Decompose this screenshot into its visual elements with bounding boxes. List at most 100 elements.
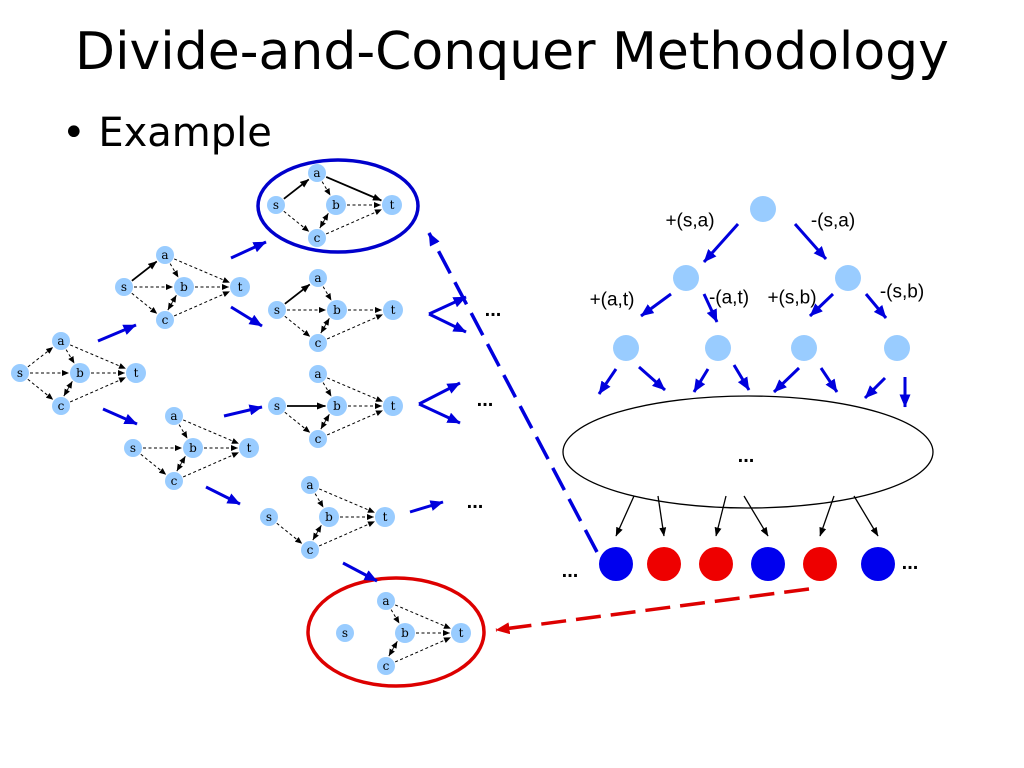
tree-leaf-3-red — [699, 547, 733, 581]
graph-node-label-a: a — [314, 367, 321, 381]
graph-node-b — [327, 396, 347, 416]
graph-node-label-s: s — [342, 626, 348, 640]
graph-edge-c-b — [63, 381, 73, 397]
graph-node-a — [52, 332, 70, 350]
graph-edge-a-t — [325, 176, 382, 202]
graph-edge-s-c — [27, 378, 54, 400]
graph-node-t — [230, 277, 250, 297]
ellipsis-l2-2: ... — [485, 299, 502, 321]
graph-node-label-c: c — [171, 474, 178, 488]
graph-node-c — [309, 334, 327, 352]
leaf-arrow-3 — [714, 495, 727, 537]
graph-edge-a-b — [314, 493, 324, 508]
highlight-red-ellipse — [306, 576, 486, 688]
graph-node-s — [115, 278, 133, 296]
graph-edge-c-t — [173, 291, 230, 317]
graph-node-label-b: b — [180, 280, 188, 294]
graph-edge-c-t — [182, 452, 239, 478]
graph-node-label-t: t — [238, 280, 243, 294]
graph-edge-s-a — [284, 283, 311, 305]
tree-arrow-l2-3-left — [772, 366, 801, 394]
tree-root-node — [750, 196, 776, 222]
tree-label-minus-sb: -(s,b) — [880, 282, 924, 303]
tree-node-l2-4 — [884, 335, 910, 361]
graph-node-label-b: b — [333, 399, 341, 413]
arrow-bottom-to-l2-4 — [205, 485, 241, 506]
collapsed-subtree-ellipsis: ... — [738, 445, 755, 467]
graph-node-label-s: s — [274, 303, 280, 317]
ellipsis-l2-3: ... — [477, 389, 494, 411]
graph-node-label-t: t — [459, 626, 464, 640]
leaf-arrow-6 — [853, 495, 879, 537]
arrow-root-to-top — [97, 323, 137, 343]
arrow-l2-2-down — [428, 312, 467, 334]
arrow-top-to-l2-1 — [230, 240, 267, 260]
graph-edge-c-t — [394, 637, 451, 663]
graph-node-s — [268, 301, 286, 319]
tree-leaf-4-blue — [751, 547, 785, 581]
graph-edge-a-t — [395, 604, 451, 629]
graph-node-label-b: b — [333, 303, 341, 317]
graph-edge-a-t — [174, 258, 230, 283]
graph-edge-c-t — [326, 410, 383, 436]
graph-edge-s-c — [140, 453, 167, 475]
graph-node-label-t: t — [383, 510, 388, 524]
leaves-ellipsis-right: ... — [902, 552, 919, 574]
tree-node-l2-3 — [791, 335, 817, 361]
graph-node-label-b: b — [325, 510, 333, 524]
tree-leaf-2-red — [647, 547, 681, 581]
tree-label-plus-sa: +(s,a) — [665, 211, 714, 232]
graph-node-t — [239, 438, 259, 458]
graph-node-c — [165, 472, 183, 490]
graph-edge-a-b — [65, 349, 75, 364]
graph-edge-c-t — [318, 521, 375, 547]
graph-node-t — [383, 300, 403, 320]
graph-edge-s-c — [283, 210, 310, 232]
slide-title: Divide-and-Conquer Methodology — [75, 22, 949, 82]
graph-edge-a-t — [183, 419, 239, 444]
graph-node-b — [174, 277, 194, 297]
graph-node-c — [156, 311, 174, 329]
graph-node-s — [336, 624, 354, 642]
graph-edge-c-b — [320, 318, 330, 334]
tree-arrow-l2-2-left — [692, 368, 710, 393]
graph-node-c — [301, 541, 319, 559]
tree-arrow-l2-1-right — [638, 365, 666, 392]
arrow-l2-2-up — [428, 295, 467, 316]
arrow-l2-3-up — [418, 381, 461, 406]
graph-node-label-b: b — [76, 366, 84, 380]
graph-node-s — [268, 397, 286, 415]
tree-arrow-root-left — [702, 222, 740, 264]
graph-node-label-a: a — [314, 271, 321, 285]
graph-node-label-b: b — [401, 626, 409, 640]
graph-edge-s-a — [27, 347, 54, 368]
graph-edge-c-b — [319, 213, 329, 229]
graph-node-a — [309, 365, 327, 383]
graph-node-s — [124, 439, 142, 457]
graph-edge-s-a — [131, 260, 158, 282]
bullet-marker: • — [62, 110, 86, 156]
graph-node-label-s: s — [121, 280, 127, 294]
tree-label-minus-at: -(a,t) — [709, 288, 749, 309]
tree-arrow-root-right — [793, 223, 828, 260]
tree-arrow-l1r-right — [864, 293, 888, 319]
dashed-arrow-leaf-to-red-graph — [495, 587, 810, 635]
graph-edge-c-t — [325, 209, 382, 235]
graph-edge-s-c — [276, 522, 303, 544]
ellipsis-l2-4: ... — [467, 491, 484, 513]
graph-edge-c-t — [69, 377, 126, 403]
tree-label-plus-sb: +(s,b) — [767, 288, 816, 309]
tree-node-l2-2 — [705, 335, 731, 361]
graph-node-label-a: a — [382, 594, 389, 608]
leaf-arrow-4 — [743, 495, 769, 537]
graph-edge-c-t — [326, 314, 383, 340]
tree-arrow-l2-2-right — [732, 364, 751, 391]
graph-node-t — [383, 396, 403, 416]
tree-node-l2-1 — [613, 335, 639, 361]
graph-node-a — [309, 269, 327, 287]
graph-edge-a-t — [327, 377, 383, 402]
